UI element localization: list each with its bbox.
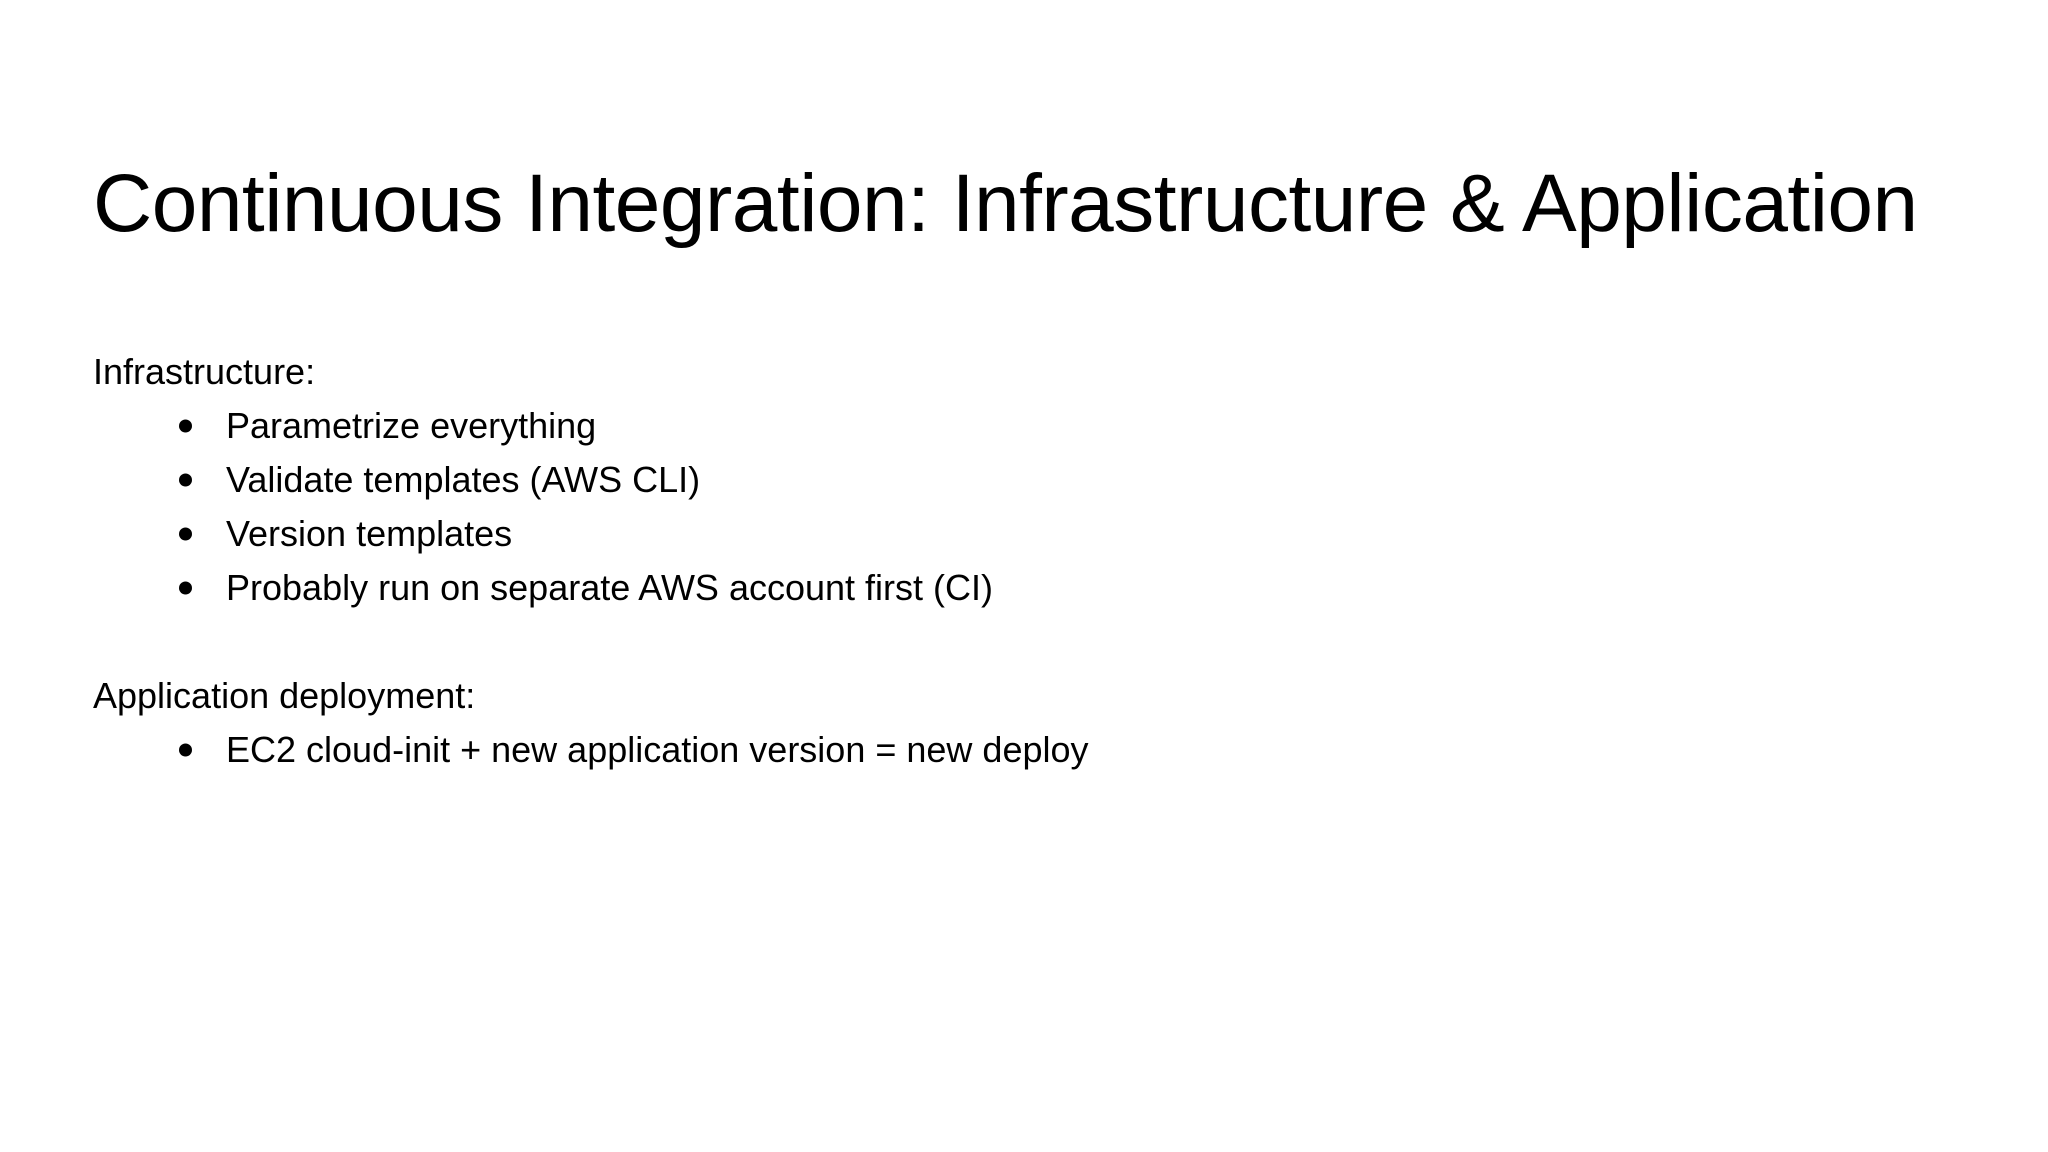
bullet-list-application-deployment: EC2 cloud-init + new application version…	[93, 723, 1893, 777]
list-item-label: Parametrize everything	[226, 405, 597, 446]
list-item: Parametrize everything	[93, 399, 1893, 453]
section-heading-infrastructure: Infrastructure:	[93, 351, 316, 392]
list-item-label: Probably run on separate AWS account fir…	[226, 567, 994, 608]
list-item: Probably run on separate AWS account fir…	[93, 561, 1893, 615]
list-item-label: EC2 cloud-init + new application version…	[226, 729, 1089, 770]
list-item: Validate templates (AWS CLI)	[93, 453, 1893, 507]
list-item: EC2 cloud-init + new application version…	[93, 723, 1893, 777]
page-title: Continuous Integration: Infrastructure &…	[93, 157, 1918, 249]
bullet-dot-icon	[179, 419, 192, 433]
bullet-list-infrastructure: Parametrize everything Validate template…	[93, 399, 1893, 615]
slide-body: Infrastructure: Parametrize everything V…	[93, 345, 1893, 777]
section-spacer	[93, 615, 1893, 669]
section-heading-application-deployment: Application deployment:	[93, 675, 476, 716]
bullet-dot-icon	[179, 581, 192, 595]
section-application-deployment: Application deployment: EC2 cloud-init +…	[93, 669, 1893, 777]
bullet-dot-icon	[179, 473, 192, 487]
bullet-dot-icon	[179, 527, 192, 541]
bullet-dot-icon	[179, 743, 192, 757]
list-item-label: Version templates	[226, 513, 513, 554]
list-item-label: Validate templates (AWS CLI)	[226, 459, 701, 500]
section-infrastructure: Infrastructure: Parametrize everything V…	[93, 345, 1893, 615]
list-item: Version templates	[93, 507, 1893, 561]
